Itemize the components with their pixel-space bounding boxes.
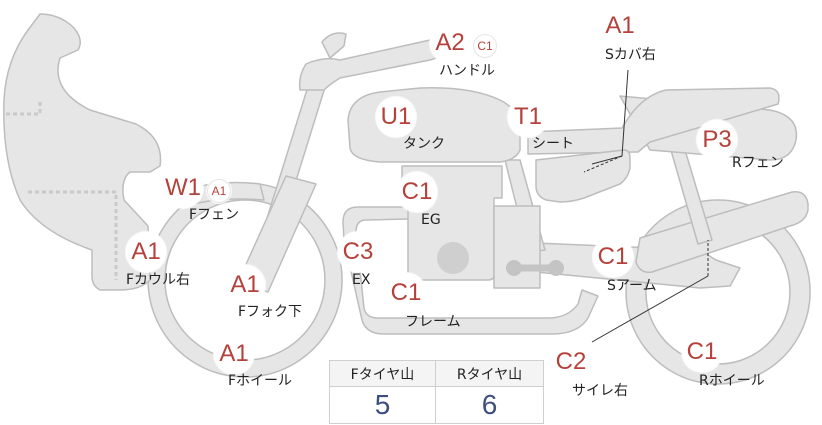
- grade-badge-front-fork-lower: A1: [225, 265, 265, 305]
- muffler-shape: [635, 191, 809, 274]
- engine-back-shape: [493, 205, 541, 289]
- grade-badge-engine: C1: [397, 172, 437, 212]
- extra-grade-badge-front-fender: A1: [207, 179, 231, 203]
- rear-tire-tread-header: Rタイヤ山: [436, 361, 543, 387]
- label-muffler-right: サイレ右: [572, 383, 628, 399]
- grade-badge-side-cover-right: A1: [600, 6, 640, 46]
- front-cowl-shape: [3, 13, 162, 291]
- front-tire-tread-value: 5: [330, 387, 436, 423]
- grade-badge-front-wheel: A1: [214, 334, 254, 374]
- muffler-leader: [591, 275, 709, 343]
- grade-badge-swing-arm: C1: [593, 237, 633, 277]
- grade-badge-seat: T1: [508, 97, 548, 137]
- label-seat: シート: [532, 136, 574, 152]
- front-tire-tread-header: Fタイヤ山: [330, 361, 436, 387]
- label-rear-fender: Rフェン: [732, 155, 784, 171]
- mirror-shape: [321, 32, 347, 59]
- grade-badge-rear-wheel: C1: [682, 332, 722, 372]
- grade-badge-front-cowl-right: A1: [126, 232, 166, 272]
- front-fork-lower-shape: [237, 175, 317, 293]
- extra-grade-badge-handle: C1: [473, 34, 497, 58]
- grade-badge-front-fender: W1: [163, 168, 203, 208]
- seat-shape: [527, 87, 780, 155]
- handlebar-shape: [298, 39, 443, 91]
- label-swing-arm: Sアーム: [607, 278, 657, 294]
- label-frame: フレーム: [405, 314, 461, 330]
- label-front-wheel: Fホイール: [228, 373, 293, 389]
- label-front-fender: Fフェン: [189, 207, 240, 223]
- grade-badge-tank: U1: [376, 97, 416, 137]
- tire-tread-table: Fタイヤ山 Rタイヤ山 5 6: [329, 360, 544, 424]
- grade-badge-frame: C1: [386, 273, 426, 313]
- side-cover-leader-dash: [583, 155, 623, 173]
- grade-badge-exhaust: C3: [338, 232, 378, 272]
- label-handle: ハンドル: [439, 63, 495, 79]
- label-front-cowl-right: Fカウル右: [126, 272, 191, 288]
- label-rear-wheel: Rホイール: [699, 373, 765, 389]
- grade-badge-rear-fender: P3: [697, 120, 737, 160]
- label-exhaust: EX: [352, 272, 371, 288]
- label-front-fork-lower: Fフォク下: [238, 304, 303, 320]
- grade-badge-handle: A2: [430, 23, 470, 63]
- label-side-cover-right: Sカバ右: [605, 47, 656, 63]
- grade-badge-muffler-right: C2: [551, 342, 591, 382]
- rear-tire-tread-value: 6: [481, 389, 498, 420]
- label-engine: EG: [421, 212, 441, 228]
- label-tank: タンク: [403, 136, 445, 152]
